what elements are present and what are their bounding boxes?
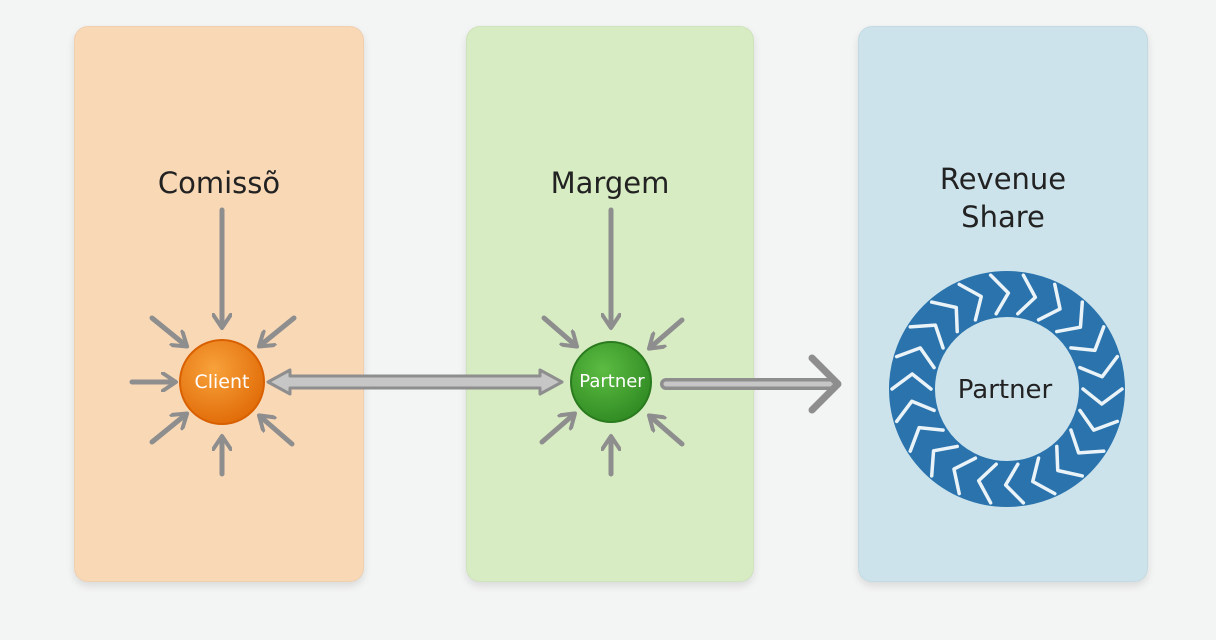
ring-chevron — [1081, 387, 1124, 406]
ring-chevron — [1078, 408, 1120, 432]
ring-chevron — [1016, 273, 1038, 316]
margem-panel: Margem — [466, 26, 754, 582]
ring-chevron — [894, 399, 936, 424]
arrow-top-left-to-client — [149, 315, 184, 344]
ring-chevron — [952, 456, 978, 496]
arrow-top-right-to-client — [262, 315, 297, 344]
partner-to-revenue-arrow — [660, 354, 842, 414]
ring-chevron — [1055, 444, 1085, 478]
ring-chevron — [1069, 325, 1106, 353]
revenue-share-ring — [889, 271, 1125, 507]
arrow-bottom-right-to-partner — [652, 418, 685, 447]
arrow-top-right-to-partner — [652, 317, 685, 346]
ring-chevron — [957, 282, 984, 322]
margem-title: Margem — [550, 166, 670, 200]
partner-label: Partner — [579, 371, 645, 392]
ring-pattern — [890, 273, 1124, 505]
ring-chevron — [1078, 354, 1120, 379]
ring-chevron — [890, 372, 933, 391]
ring-chevron — [1036, 282, 1062, 322]
revenue-partner-label: Partner — [957, 375, 1053, 405]
arrow-bottom-left-to-partner — [539, 416, 572, 445]
ring-chevron — [894, 346, 936, 370]
client-inward-arrows — [129, 207, 297, 477]
ring-chevron — [1003, 462, 1026, 505]
ring-chevron — [929, 444, 959, 478]
client-label: Client — [194, 371, 250, 393]
arrow-top-left-to-partner — [541, 315, 574, 344]
client-node — [179, 339, 265, 425]
comissao-title: Comissõ — [157, 166, 281, 200]
partner-inward-arrows — [539, 207, 685, 477]
ring-chevron — [908, 323, 945, 350]
ring-chevron — [1030, 456, 1057, 496]
ring-chevron — [976, 462, 998, 505]
revenue-share-title: Revenue Share — [939, 162, 1067, 234]
ring-chevron — [908, 425, 945, 453]
ring-chevron — [1055, 300, 1085, 334]
client-partner-connector — [266, 368, 564, 396]
ring-chevron — [988, 273, 1011, 316]
arrow-bottom-left-to-client — [149, 416, 184, 445]
ring-chevron — [929, 300, 959, 334]
arrow-bottom-right-to-client — [262, 418, 295, 447]
comissao-panel: Comissõ — [74, 26, 364, 582]
ring-chevron — [1069, 428, 1106, 455]
partner-node — [570, 341, 652, 423]
